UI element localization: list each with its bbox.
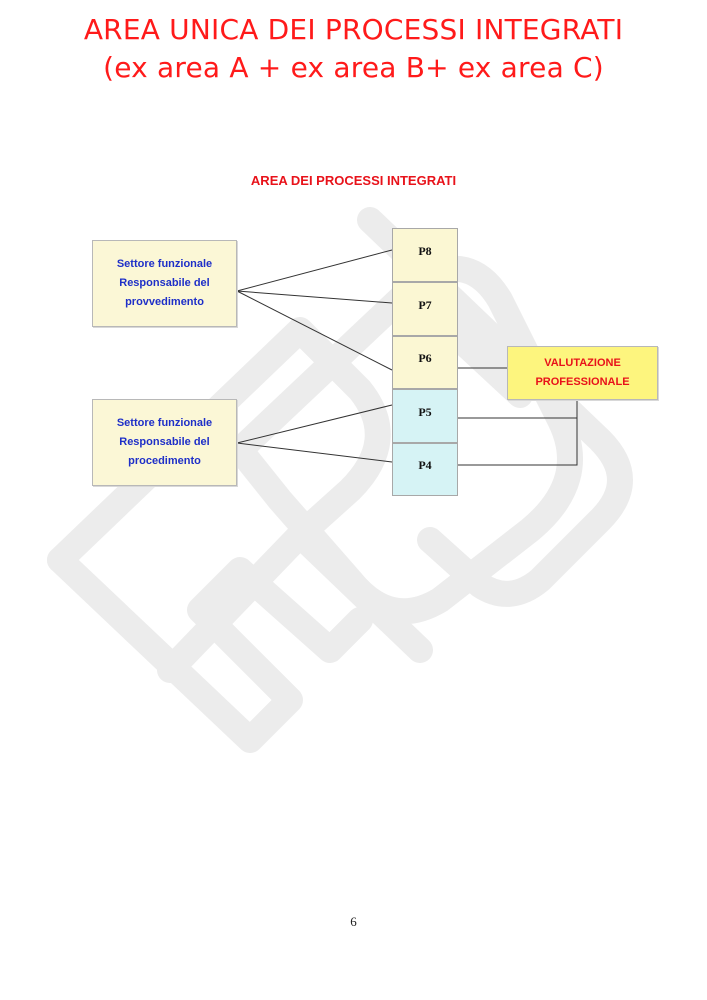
settore-provvedimento-line1: Settore funzionale: [116, 258, 213, 270]
connector-procedimento-p5: [236, 404, 393, 444]
settore-provvedimento-line2: Responsabile del: [119, 277, 210, 289]
process-p7-box: P7: [392, 282, 458, 336]
page-title-line-1: AREA UNICA DEI PROCESSI INTEGRATI: [83, 13, 624, 46]
valutazione-line1: VALUTAZIONE: [544, 357, 621, 369]
connector-procedimento-p4: [236, 442, 393, 463]
process-p5-label: P5: [418, 404, 432, 419]
connector-valutazione-p5-p4: [458, 400, 578, 466]
process-p4-label: P4: [418, 458, 432, 472]
process-p8-box: P8: [392, 228, 458, 282]
connector-provvedimento-p7: [236, 290, 393, 304]
diagram-title: AREA DEI PROCESSI INTEGRATI: [250, 173, 457, 188]
process-p7-label: P7: [418, 297, 432, 312]
valutazione-professionale-box: VALUTAZIONE PROFESSIONALE: [507, 346, 658, 400]
settore-procedimento-line3: procedimento: [128, 455, 201, 467]
settore-procedimento-box: Settore funzionale Responsabile del proc…: [92, 399, 237, 486]
process-p6-label: P6: [418, 351, 432, 365]
connector-provvedimento-p6: [236, 290, 393, 371]
page-title-line-2: (ex area A + ex area B+ ex area C): [103, 51, 604, 84]
process-p4-box: P4: [392, 443, 458, 496]
process-p8-label: P8: [418, 243, 432, 258]
settore-provvedimento-box: Settore funzionale Responsabile del prov…: [92, 240, 237, 327]
settore-procedimento-line1: Settore funzionale: [116, 417, 213, 429]
process-p6-box: P6: [392, 336, 458, 389]
valutazione-line2: PROFESSIONALE: [535, 376, 630, 388]
process-p5-box: P5: [392, 389, 458, 443]
page-number: 6: [350, 914, 357, 929]
connector-provvedimento-p8: [236, 249, 393, 292]
settore-procedimento-line2: Responsabile del: [119, 436, 210, 448]
settore-provvedimento-line3: provvedimento: [125, 296, 204, 308]
